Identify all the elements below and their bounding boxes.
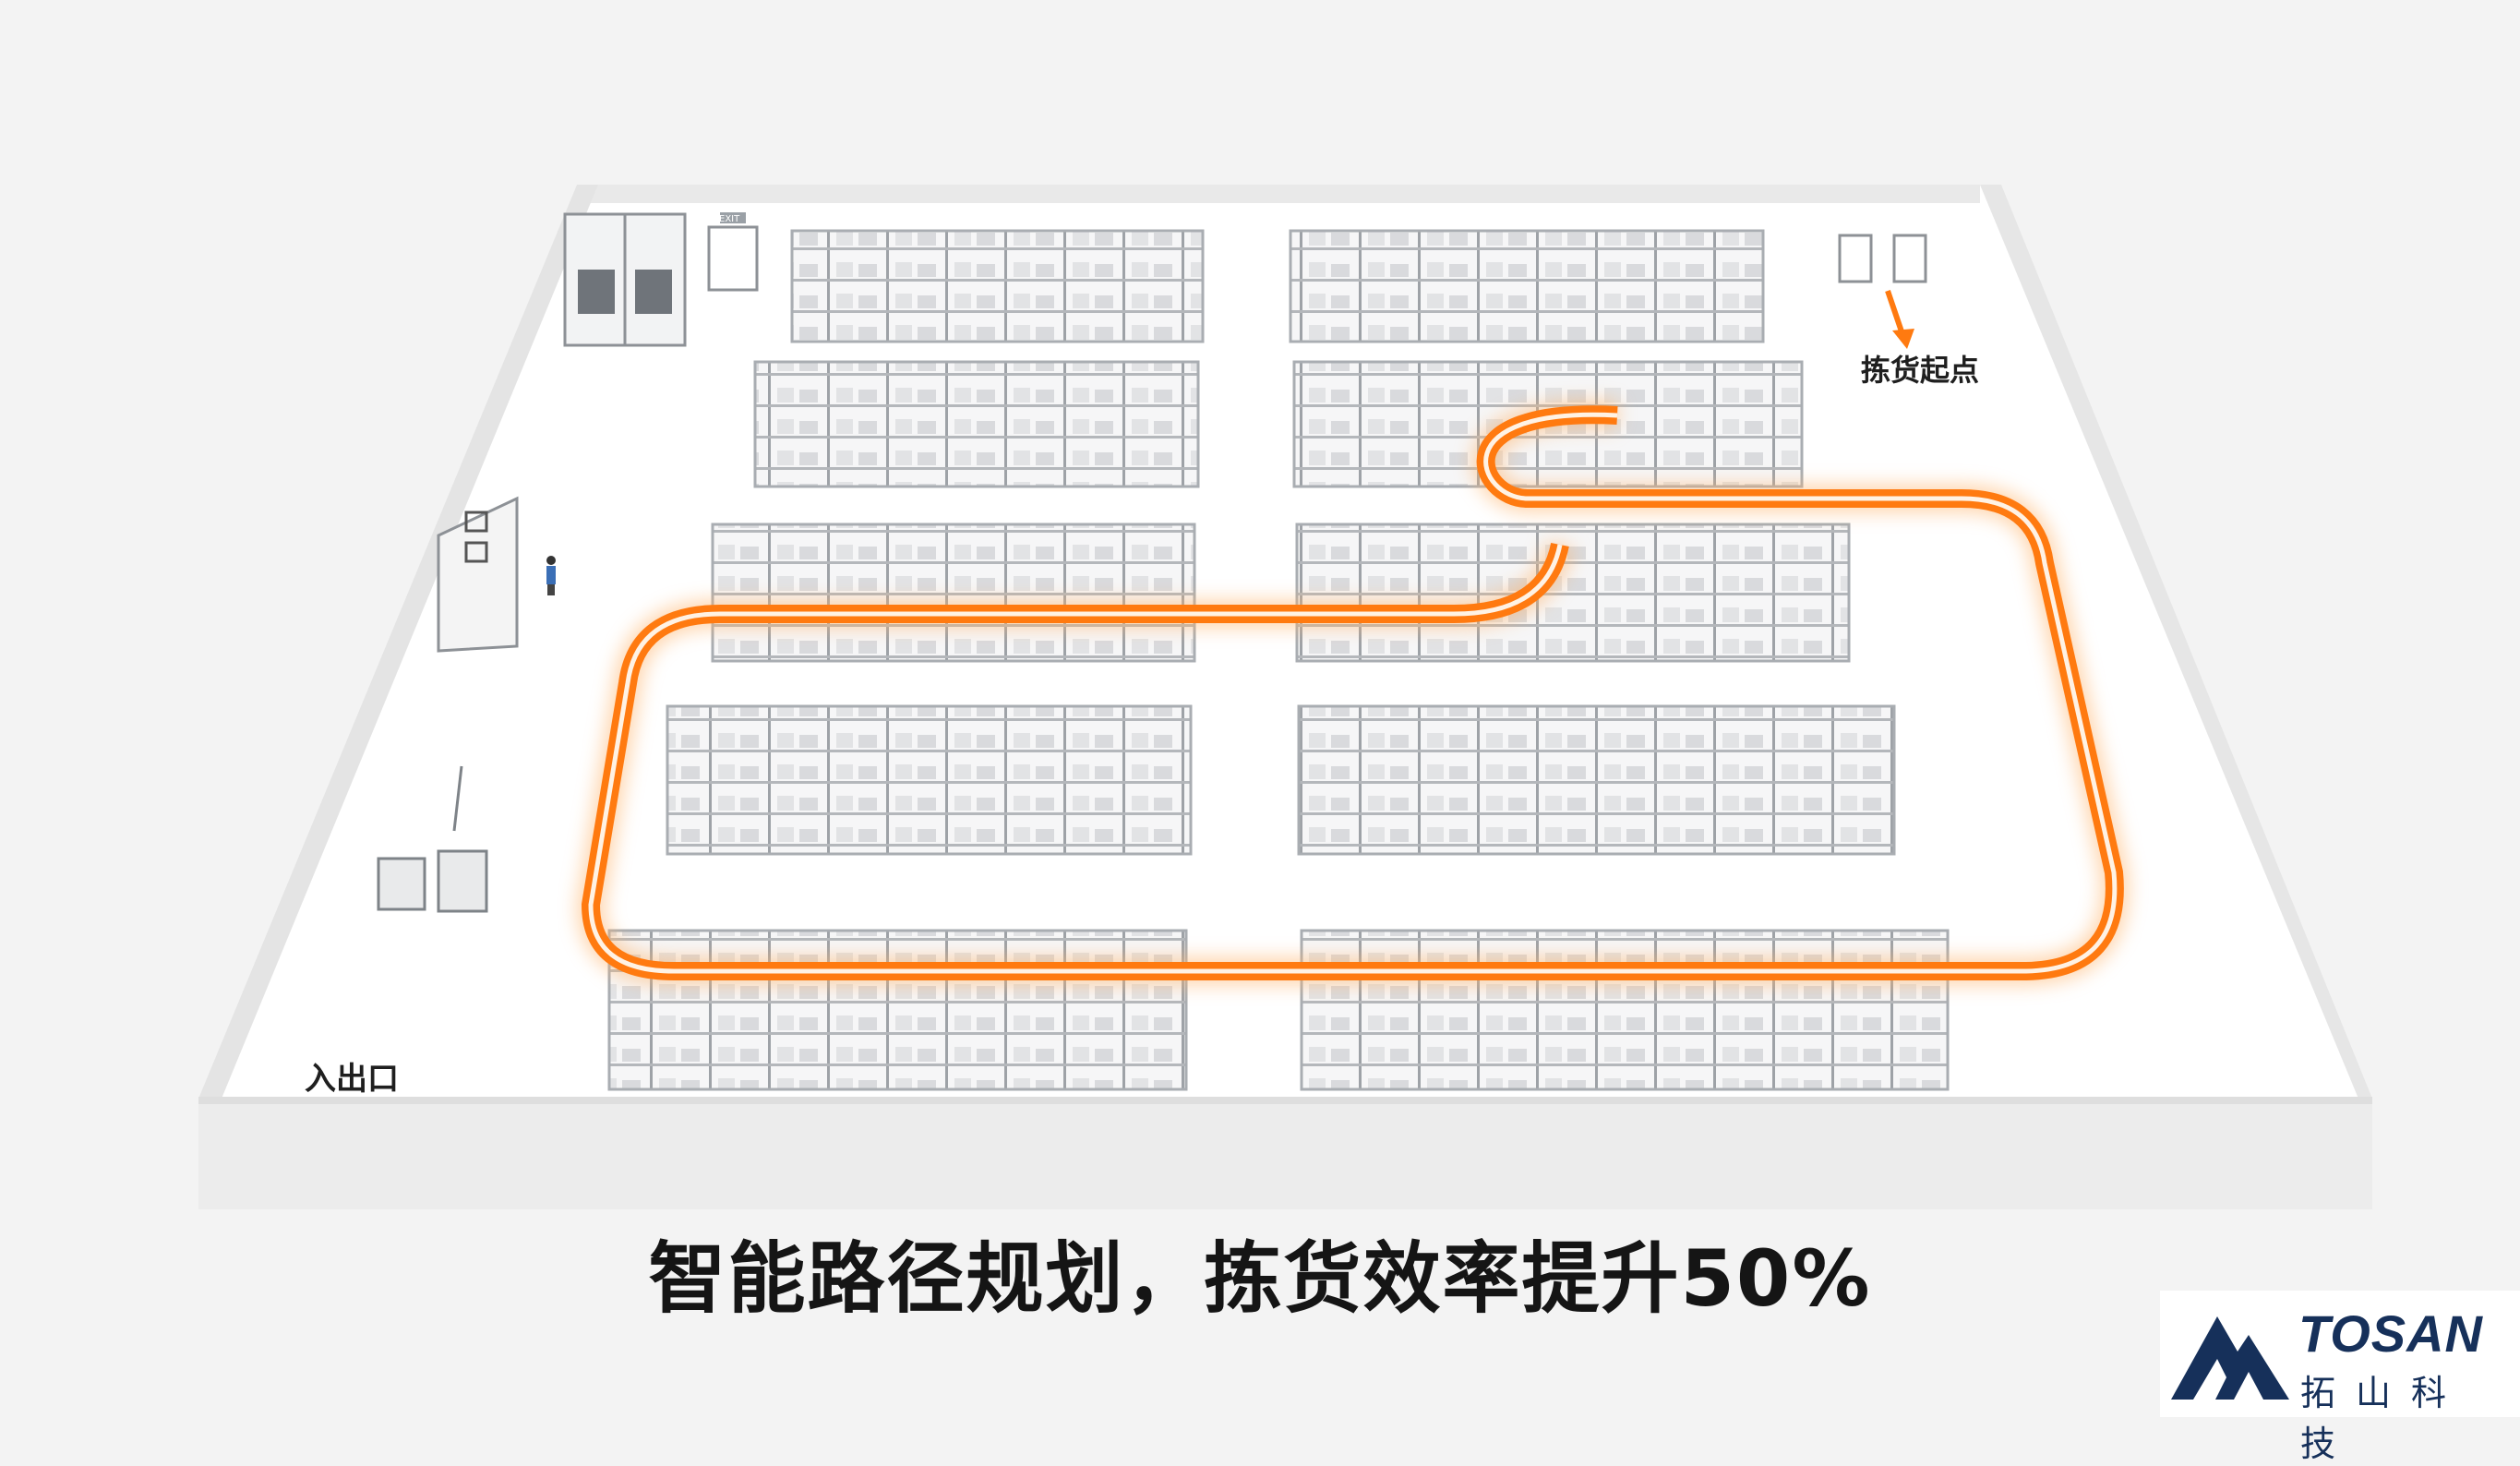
start-arrow-icon bbox=[1885, 290, 1914, 349]
shelf-row bbox=[753, 360, 1200, 488]
cabinets bbox=[563, 212, 687, 347]
warehouse-diagram: 拣货起点 入出口 EXIT bbox=[198, 185, 2372, 1209]
shelf-row bbox=[1300, 929, 1950, 1091]
mountain-logo-icon bbox=[2171, 1316, 2289, 1400]
brand-logo: TOSAN 拓山科技 bbox=[2160, 1291, 2520, 1464]
shelf-row bbox=[1289, 229, 1765, 343]
caption: 智能路径规划，拣货效率提升50% bbox=[648, 1233, 1872, 1324]
worker-figure bbox=[546, 556, 556, 595]
shelf-rows bbox=[607, 229, 1950, 1091]
shelf-row bbox=[666, 704, 1193, 856]
start-label: 拣货起点 bbox=[1861, 353, 1979, 388]
entrance-label: 入出口 bbox=[305, 1061, 399, 1098]
exit-door bbox=[707, 212, 759, 292]
shelf-row bbox=[1297, 704, 1896, 856]
back-wall bbox=[577, 185, 1980, 203]
shelf-row bbox=[1295, 523, 1851, 663]
left-wall bbox=[198, 185, 598, 1099]
route-path bbox=[576, 401, 2129, 985]
brand-name-cn: 拓山科技 bbox=[2300, 1373, 2467, 1464]
right-wall bbox=[1980, 185, 2372, 1099]
side-door bbox=[437, 496, 519, 653]
shelf-row bbox=[711, 523, 1196, 663]
shelf-row bbox=[790, 229, 1205, 343]
shelf-row bbox=[607, 929, 1188, 1091]
brand-name-en: TOSAN bbox=[2298, 1304, 2483, 1363]
workstations bbox=[377, 765, 488, 913]
doors-right bbox=[1838, 234, 1927, 283]
exit-sign-label: EXIT bbox=[719, 214, 740, 224]
warehouse-floor bbox=[198, 185, 2358, 1099]
front-wall bbox=[198, 1099, 2372, 1209]
